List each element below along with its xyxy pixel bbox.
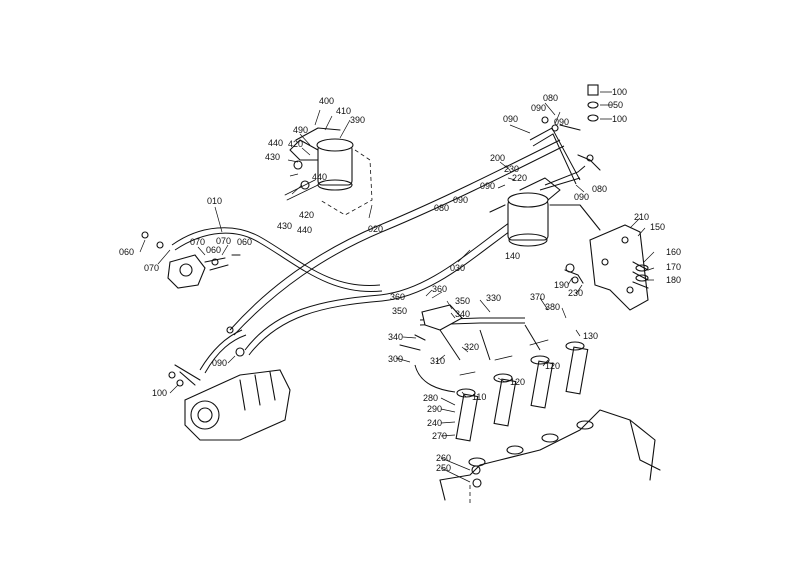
label-360: 360 [390, 292, 405, 302]
fuel-pipes [171, 127, 586, 374]
label-080: 080 [592, 184, 607, 194]
label-090: 090 [212, 358, 227, 368]
label-380: 380 [545, 302, 560, 312]
label-440: 440 [268, 138, 283, 148]
label-330: 330 [486, 293, 501, 303]
label-110: 110 [472, 392, 486, 402]
label-180: 180 [666, 275, 681, 285]
label-070: 070 [144, 263, 159, 273]
label-270: 270 [432, 431, 447, 441]
label-430: 430 [277, 221, 292, 231]
fuel-filter-upper [284, 127, 373, 216]
label-060: 060 [119, 247, 134, 257]
label-030: 030 [450, 263, 465, 273]
label-100: 100 [152, 388, 167, 398]
label-090: 090 [554, 117, 569, 127]
leader-lines [139, 91, 655, 483]
label-220: 220 [512, 173, 527, 183]
label-070: 070 [190, 237, 205, 247]
label-100: 100 [612, 114, 627, 124]
priming-pump-left [141, 231, 241, 289]
injection-pump [168, 326, 291, 441]
bracket-right [564, 224, 649, 311]
label-080: 080 [543, 93, 558, 103]
label-440: 440 [297, 225, 312, 235]
label-080: 080 [434, 203, 449, 213]
label-170: 170 [666, 262, 681, 272]
label-090: 090 [480, 181, 495, 191]
label-060: 060 [237, 237, 252, 247]
injector-2 [493, 373, 517, 427]
label-150: 150 [650, 222, 665, 232]
fuel-filter-center [489, 177, 601, 247]
label-120: 120 [545, 361, 560, 371]
label-100: 100 [612, 87, 627, 97]
label-440: 440 [312, 172, 327, 182]
label-420: 420 [288, 139, 303, 149]
label-230: 230 [504, 164, 519, 174]
label-280: 280 [423, 393, 438, 403]
label-350-left: 350 [392, 306, 407, 316]
label-160: 160 [666, 247, 681, 257]
label-090: 090 [574, 192, 589, 202]
label-210: 210 [634, 212, 649, 222]
label-300: 300 [388, 354, 403, 364]
banjo-tee-top [541, 84, 601, 171]
label-070: 070 [216, 236, 231, 246]
label-240: 240 [427, 418, 442, 428]
label-390: 390 [350, 115, 365, 125]
injector-4 [565, 341, 589, 395]
label-370: 370 [530, 292, 545, 302]
label-010: 010 [207, 196, 222, 206]
label-190: 190 [554, 280, 569, 290]
label-050: 050 [608, 100, 623, 110]
label-090: 090 [453, 195, 468, 205]
label-130: 130 [583, 331, 598, 341]
injector-assembly [399, 304, 589, 442]
label-340-left: 340 [388, 332, 403, 342]
label-340: 340 [455, 309, 470, 319]
label-420: 420 [299, 210, 314, 220]
label-400: 400 [319, 96, 334, 106]
label-020: 020 [368, 224, 383, 234]
label-350: 350 [455, 296, 470, 306]
label-310: 310 [430, 356, 445, 366]
injector-1 [455, 388, 479, 442]
label-360: 360 [432, 284, 447, 294]
label-060: 060 [206, 245, 221, 255]
label-320: 320 [464, 342, 479, 352]
label-430: 430 [265, 152, 280, 162]
label-490: 490 [293, 125, 308, 135]
label-120: 120 [510, 377, 525, 387]
label-410: 410 [336, 106, 351, 116]
cylinder-head [439, 409, 661, 505]
label-260: 260 [436, 453, 451, 463]
label-090: 090 [503, 114, 518, 124]
label-090: 090 [531, 103, 546, 113]
label-230: 230 [568, 288, 583, 298]
label-140: 140 [505, 251, 520, 261]
label-290: 290 [427, 404, 442, 414]
label-200: 200 [490, 153, 505, 163]
part-labels: 400 410 390 490 420 440 430 440 420 430 … [119, 87, 681, 473]
label-250: 250 [436, 463, 451, 473]
